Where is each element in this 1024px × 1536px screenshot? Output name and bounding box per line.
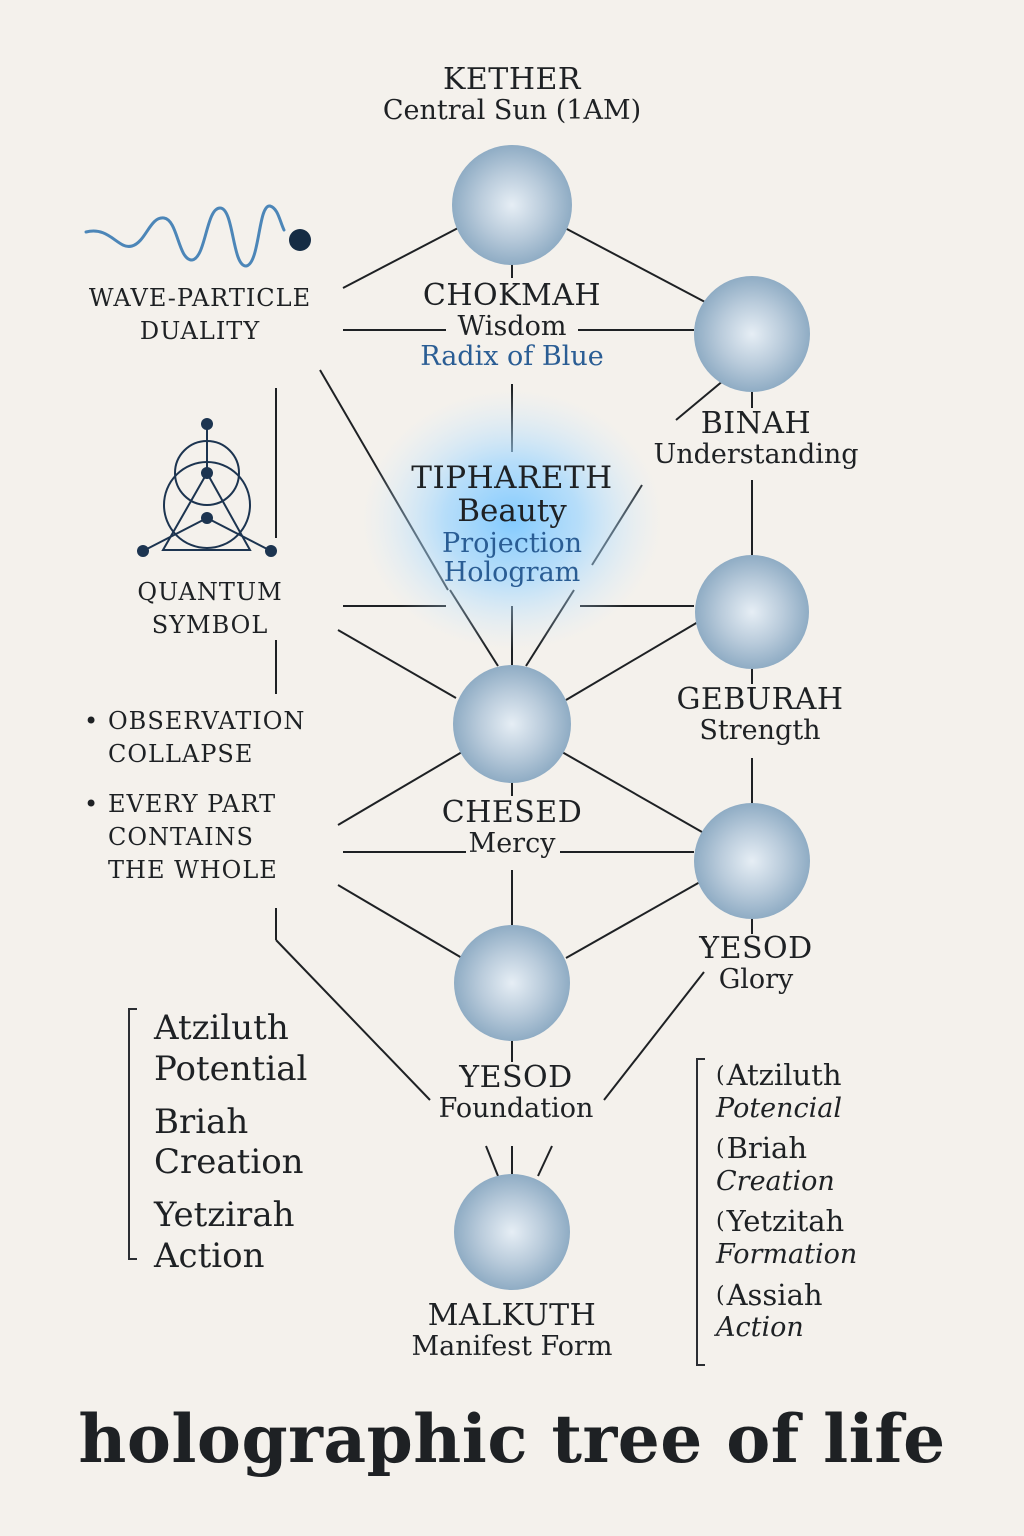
geburah-name: GEBURAH bbox=[676, 682, 844, 717]
world-left-0: Atziluth bbox=[154, 1008, 289, 1048]
paren-glyph: ( bbox=[716, 1063, 725, 1088]
sphere-malkuth bbox=[454, 1174, 570, 1290]
chokmah-note: Radix of Blue bbox=[420, 340, 604, 372]
path-glory-foundation bbox=[603, 971, 705, 1101]
geburah-label: GEBURAH Strength bbox=[650, 682, 870, 747]
binah-subtitle: Understanding bbox=[653, 439, 859, 471]
sphere-geburah bbox=[695, 555, 809, 669]
list-item: (Briah Creation bbox=[716, 1131, 886, 1198]
quantum-symbol-icon bbox=[137, 418, 277, 557]
spheres bbox=[452, 145, 810, 1290]
world-right-desc-3: Action bbox=[716, 1312, 804, 1344]
chokmah-name: CHOKMAH bbox=[422, 278, 602, 313]
path-yesod-right bbox=[565, 881, 701, 959]
world-right-desc-0: Potencial bbox=[716, 1092, 843, 1124]
path-kether-binah bbox=[564, 227, 706, 303]
chesed-label: CHESED Mercy bbox=[412, 795, 612, 860]
geburah-subtitle: Strength bbox=[699, 715, 821, 747]
worlds-left-bracket: Atziluth Potential Briah Creation Yetzir… bbox=[128, 1008, 328, 1276]
list-item: (Assiah Action bbox=[716, 1278, 886, 1345]
world-right-desc-2: Formation bbox=[716, 1239, 858, 1271]
malkuth-subtitle: Manifest Form bbox=[411, 1331, 613, 1363]
malkuth-label: MALKUTH Manifest Form bbox=[382, 1298, 642, 1363]
sphere-chesed bbox=[453, 665, 571, 783]
wave-particle-icon bbox=[84, 204, 311, 268]
page-title: holographic tree of life bbox=[78, 1400, 946, 1478]
world-right-name-3: Assiah bbox=[726, 1277, 823, 1312]
path-kether-left bbox=[342, 227, 459, 289]
wave-particle-line-1: WAVE-PARTICLE bbox=[88, 284, 312, 312]
world-left-1: Potential bbox=[154, 1048, 308, 1089]
quantum-symbol-line-2: SYMBOL bbox=[151, 611, 269, 640]
yesod-label: YESOD Foundation bbox=[400, 1060, 632, 1125]
binah-label: BINAH Understanding bbox=[640, 406, 872, 471]
wave-particle-line-2: DUALITY bbox=[139, 317, 261, 346]
path-left-chesed bbox=[337, 629, 457, 699]
bullet-2-line-2: CONTAINS bbox=[108, 823, 254, 852]
yesod-subtitle: Foundation bbox=[438, 1093, 594, 1125]
world-left-2: Briah bbox=[154, 1101, 249, 1142]
yesod-right-subtitle: Glory bbox=[718, 964, 794, 996]
tiphareth-note-projection: Projection bbox=[442, 527, 582, 559]
wave-particle-label: WAVE-PARTICLE DUALITY bbox=[70, 282, 330, 348]
path-foundation-right bbox=[537, 1145, 553, 1177]
path-left-yesod bbox=[337, 884, 463, 959]
list-item: (Yetzitah Formation bbox=[716, 1204, 886, 1271]
world-left-5: Action bbox=[154, 1235, 265, 1276]
chesed-subtitle: Mercy bbox=[468, 828, 556, 860]
path-left-chesed-2 bbox=[337, 751, 463, 826]
worlds-right-bracket: (Atziluth Potencial (Briah Creation (Yet… bbox=[696, 1058, 886, 1366]
path-chesed-geburah bbox=[565, 621, 699, 701]
tiphareth-subtitle: Beauty bbox=[457, 493, 567, 530]
list-item: • OBSERVATION COLLAPSE bbox=[84, 705, 305, 771]
path-chesed-right bbox=[561, 751, 703, 833]
paren-glyph: ( bbox=[716, 1209, 725, 1235]
list-item: (Atziluth Potencial bbox=[716, 1058, 886, 1125]
tiphareth-note-hologram: Hologram bbox=[443, 557, 581, 589]
path-left-long bbox=[275, 939, 431, 1101]
world-right-desc-1: Creation bbox=[716, 1165, 835, 1197]
chesed-name: CHESED bbox=[441, 795, 583, 830]
world-left-4: Yetzirah bbox=[154, 1195, 295, 1236]
chokmah-label: CHOKMAH Wisdom Radix of Blue bbox=[366, 278, 658, 372]
paren-glyph: ( bbox=[716, 1282, 725, 1308]
yesod-right-label: YESOD Glory bbox=[666, 931, 846, 996]
binah-name: BINAH bbox=[700, 406, 812, 441]
kether-label: KETHER Central Sun (1AM) bbox=[362, 62, 662, 127]
tiphareth-glow bbox=[362, 390, 662, 650]
sphere-yesod-right bbox=[694, 803, 810, 919]
world-left-3: Creation bbox=[154, 1142, 304, 1183]
bullet-glyph: • bbox=[84, 707, 100, 735]
yesod-right-name: YESOD bbox=[699, 931, 813, 966]
sphere-kether bbox=[452, 145, 572, 265]
sphere-yesod bbox=[454, 925, 570, 1041]
quantum-symbol-label: QUANTUM SYMBOL bbox=[110, 576, 310, 642]
bullet-1-line-2: COLLAPSE bbox=[108, 740, 254, 769]
world-right-name-0: Atziluth bbox=[726, 1058, 842, 1092]
world-right-name-2: Yetzitah bbox=[726, 1204, 845, 1239]
tiphareth-name: TIPHARETH bbox=[411, 460, 613, 496]
bullet-2-line-3: THE WHOLE bbox=[108, 856, 278, 885]
chokmah-subtitle: Wisdom bbox=[457, 311, 567, 343]
bullet-1-line-1: OBSERVATION bbox=[108, 707, 306, 735]
bullet-glyph: • bbox=[84, 790, 100, 819]
malkuth-name: MALKUTH bbox=[427, 1298, 597, 1333]
path-foundation-left bbox=[485, 1145, 499, 1177]
tiphareth-label: TIPHARETH Beauty Projection Hologram bbox=[382, 460, 642, 589]
kether-subtitle: Central Sun (1AM) bbox=[382, 95, 642, 127]
yesod-name: YESOD bbox=[459, 1060, 573, 1095]
sphere-binah bbox=[694, 276, 810, 392]
principles-list: • OBSERVATION COLLAPSE • EVERY PART CONT… bbox=[84, 705, 305, 905]
list-item: • EVERY PART CONTAINS THE WHOLE bbox=[84, 788, 305, 887]
bullet-2-line-1: EVERY PART bbox=[108, 790, 277, 819]
paren-glyph: ( bbox=[716, 1136, 725, 1162]
world-right-name-1: Briah bbox=[726, 1131, 808, 1166]
kether-name: KETHER bbox=[443, 62, 581, 97]
quantum-symbol-line-1: QUANTUM bbox=[137, 578, 283, 606]
